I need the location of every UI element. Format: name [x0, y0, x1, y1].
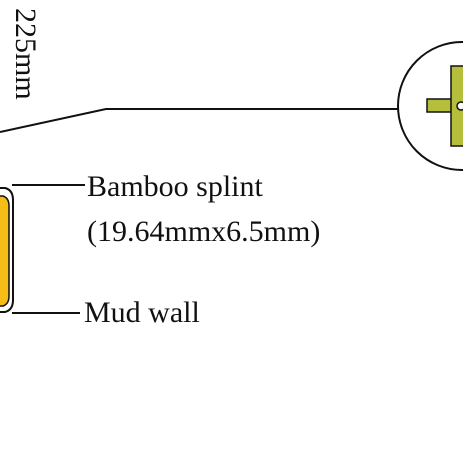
detail-leader-line — [0, 108, 398, 133]
detail-joint — [456, 101, 463, 111]
wall-section — [0, 187, 14, 313]
bamboo-splint-dimensions-label: (19.64mmx6.5mm) — [87, 215, 320, 248]
mud-wall-label: Mud wall — [84, 296, 200, 329]
dimension-label: 225mm — [9, 8, 42, 100]
bamboo-splint-label: Bamboo splint — [87, 170, 264, 203]
magnified-detail — [397, 41, 463, 171]
bamboo-splint-section — [0, 195, 10, 307]
